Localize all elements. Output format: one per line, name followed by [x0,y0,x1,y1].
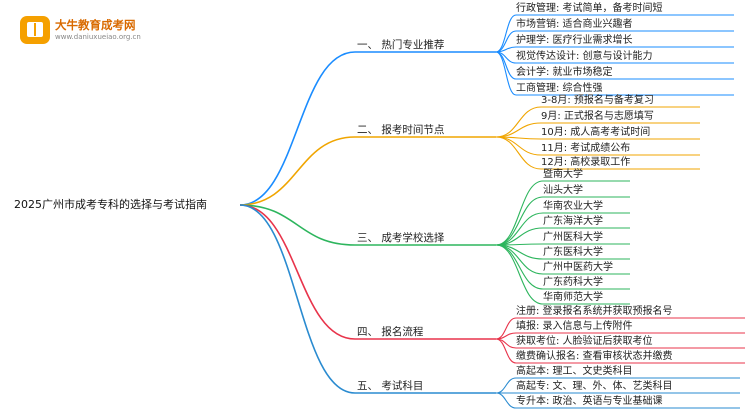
leaf-item: 广东药科大学 [543,277,603,288]
leaf-connector [495,46,517,53]
leaf-item: 广州中医药大学 [543,262,613,273]
leaf-item: 高起专: 文、理、外、体、艺类科目 [516,381,673,392]
leaf-connector [495,244,544,305]
leaf-item: 广东海洋大学 [543,216,603,227]
leaf-item: 汕头大学 [543,185,583,196]
branch-registration-process: 四、 报名流程 [357,326,424,338]
leaf-item: 会计学: 就业市场稳定 [516,67,613,78]
leaf-item: 缴费确认报名: 查看审核状态并缴费 [516,351,673,362]
leaf-item: 暨南大学 [543,169,583,180]
book-icon [20,16,50,44]
branch-school-choice: 三、 成考学校选择 [357,232,445,244]
branch-connector [239,51,356,206]
leaf-item: 12月: 高校录取工作 [541,157,631,168]
branch-connector [239,204,356,246]
leaf-connector [495,377,517,394]
leaf-connector [495,196,544,246]
leaf-connector [495,106,542,138]
leaf-item: 工商管理: 综合性强 [516,83,603,94]
leaf-item: 填报: 录入信息与上传附件 [516,321,633,332]
leaf-item: 行政管理: 考试简单，备考时间短 [516,3,663,14]
leaf-item: 专升本: 政治、英语与专业基础课 [516,396,663,407]
leaf-item: 注册: 登录报名系统并获取预报名号 [516,306,673,317]
leaf-item: 护理学: 医疗行业需求增长 [516,35,633,46]
leaf-item: 高起本: 理工、文史类科目 [516,366,633,377]
site-logo[interactable]: 大牛教育成考网 www.daniuxueiao.org.cn [20,14,141,48]
branch-connector [239,136,356,206]
leaf-item: 视觉传达设计: 创意与设计能力 [516,51,653,62]
leaf-connector [495,122,542,138]
leaf-item: 广州医科大学 [543,232,603,243]
leaf-item: 获取考位: 人脸验证后获取考位 [516,336,653,347]
leaf-connector [495,338,517,364]
leaf-item: 华南师范大学 [543,292,603,303]
leaf-item: 9月: 正式报名与志愿填写 [541,111,654,122]
branch-exam-timeline: 二、 报考时间节点 [357,124,445,136]
leaf-item: 3-8月: 预报名与备考复习 [541,95,654,106]
leaf-item: 10月: 成人高考考试时间 [541,127,651,138]
branch-connector [239,204,356,340]
leaf-connector [495,14,517,53]
leaf-connector [495,244,544,275]
leaf-item: 华南农业大学 [543,201,603,212]
leaf-connector [495,51,517,96]
leaf-item: 11月: 考试成绩公布 [541,143,631,154]
logo-title: 大牛教育成考网 [55,18,136,32]
branch-exam-subjects: 五、 考试科目 [357,380,424,392]
leaf-item: 广东医科大学 [543,247,603,258]
root-topic: 2025广州市成考专科的选择与考试指南 [14,198,207,211]
branch-hot-majors: 一、 热门专业推荐 [357,39,445,51]
branch-connector [239,204,356,394]
leaf-connector [495,392,517,409]
leaf-connector [495,180,544,246]
leaf-item: 市场营销: 适合商业兴趣者 [516,19,633,30]
leaf-connector [495,136,542,170]
logo-url: www.daniuxueiao.org.cn [55,33,141,41]
